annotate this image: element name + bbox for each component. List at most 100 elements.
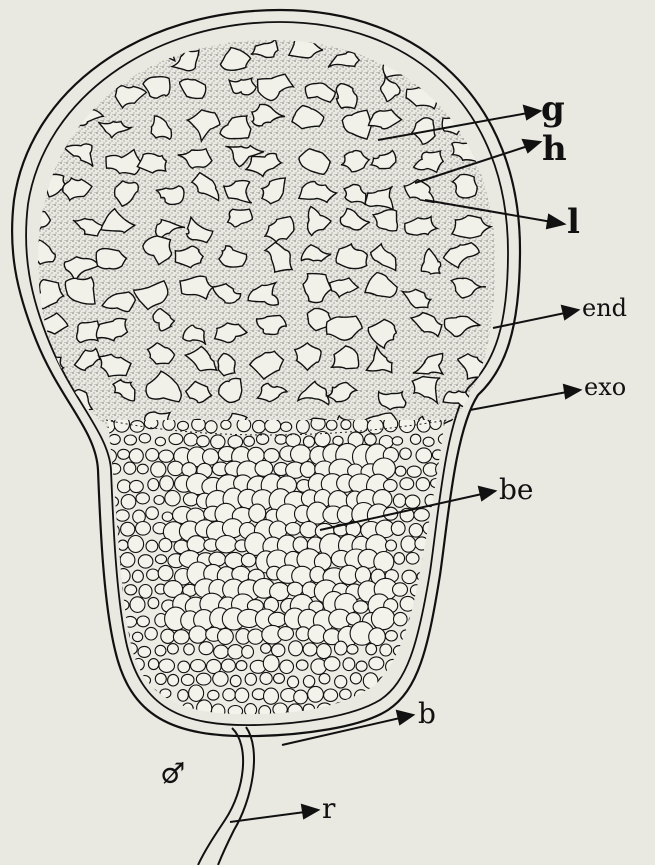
cell	[118, 449, 130, 459]
label-g: g	[541, 92, 565, 126]
cell	[147, 689, 157, 699]
cell	[432, 450, 443, 460]
cell	[138, 646, 151, 657]
cell	[340, 689, 352, 699]
cell	[118, 540, 128, 550]
cell	[369, 657, 384, 670]
label-b: b	[418, 700, 436, 728]
cell	[414, 509, 429, 521]
cell	[132, 570, 143, 582]
cell	[439, 677, 449, 686]
cell	[216, 536, 237, 553]
vacuole-blob	[383, 52, 407, 77]
cell	[447, 541, 457, 551]
cell	[392, 437, 402, 445]
cell	[341, 420, 351, 430]
cell	[169, 433, 183, 444]
label-l: l	[567, 205, 580, 239]
cell	[447, 598, 458, 610]
cell	[303, 676, 314, 688]
cell	[260, 672, 272, 684]
arrow-exo	[470, 392, 567, 410]
cell	[162, 512, 173, 521]
cell	[248, 629, 264, 644]
cell	[280, 660, 294, 673]
label-h: h	[542, 132, 567, 166]
cell	[221, 420, 231, 429]
cell	[155, 673, 166, 684]
cell	[230, 675, 241, 686]
cell	[196, 673, 211, 685]
cell	[173, 630, 189, 644]
vacuole-blob	[28, 48, 54, 68]
cell	[366, 643, 377, 654]
cell	[159, 659, 175, 672]
cell	[417, 418, 430, 432]
cell	[347, 645, 358, 655]
cell	[400, 448, 412, 459]
cell	[409, 524, 422, 538]
cell	[109, 706, 120, 716]
cell	[139, 585, 152, 599]
cell	[145, 627, 157, 640]
cell	[438, 556, 450, 567]
cell	[148, 659, 158, 670]
cell	[363, 673, 378, 689]
cell	[401, 630, 411, 641]
cell	[117, 600, 129, 610]
cell	[118, 480, 131, 493]
stalk-left	[198, 728, 243, 865]
cell	[394, 612, 408, 625]
cell	[184, 644, 195, 655]
cell	[137, 706, 149, 716]
cell	[213, 672, 228, 687]
cell	[438, 615, 448, 625]
cell	[236, 661, 247, 671]
arrowhead-g	[524, 106, 540, 119]
cell	[121, 522, 135, 536]
cell	[136, 522, 151, 536]
cell	[218, 629, 234, 645]
vacuole-blob	[439, 420, 475, 452]
cell	[117, 569, 130, 583]
cell	[137, 616, 149, 627]
cell	[106, 524, 120, 537]
cell	[125, 585, 137, 595]
cell	[317, 644, 332, 659]
cell	[324, 689, 338, 701]
cell	[268, 612, 286, 626]
cell	[386, 540, 397, 551]
cell	[350, 673, 361, 684]
cell	[124, 616, 137, 627]
cell	[448, 508, 460, 519]
cell	[124, 462, 136, 474]
cell	[395, 466, 406, 476]
arrowhead-h	[523, 140, 540, 152]
label-be: be	[499, 476, 534, 504]
cell	[155, 645, 166, 656]
vacuole-blob	[439, 89, 470, 107]
arrowhead-r	[302, 805, 318, 818]
cell	[146, 507, 159, 520]
cell	[288, 704, 303, 718]
cell	[297, 419, 310, 433]
cell	[401, 536, 416, 552]
cell	[273, 703, 287, 716]
cell	[405, 495, 420, 508]
cell	[423, 522, 435, 534]
cell	[197, 436, 210, 447]
vacuole-blob	[77, 321, 100, 343]
cell	[417, 572, 427, 581]
cell	[208, 690, 219, 700]
cell	[264, 688, 279, 704]
cell	[274, 673, 285, 683]
cell	[291, 445, 311, 464]
cell	[416, 478, 429, 491]
cell	[100, 662, 111, 671]
cell	[245, 704, 257, 717]
cell	[128, 536, 144, 553]
cell	[161, 629, 175, 643]
cell	[281, 422, 292, 431]
cell	[278, 627, 294, 641]
